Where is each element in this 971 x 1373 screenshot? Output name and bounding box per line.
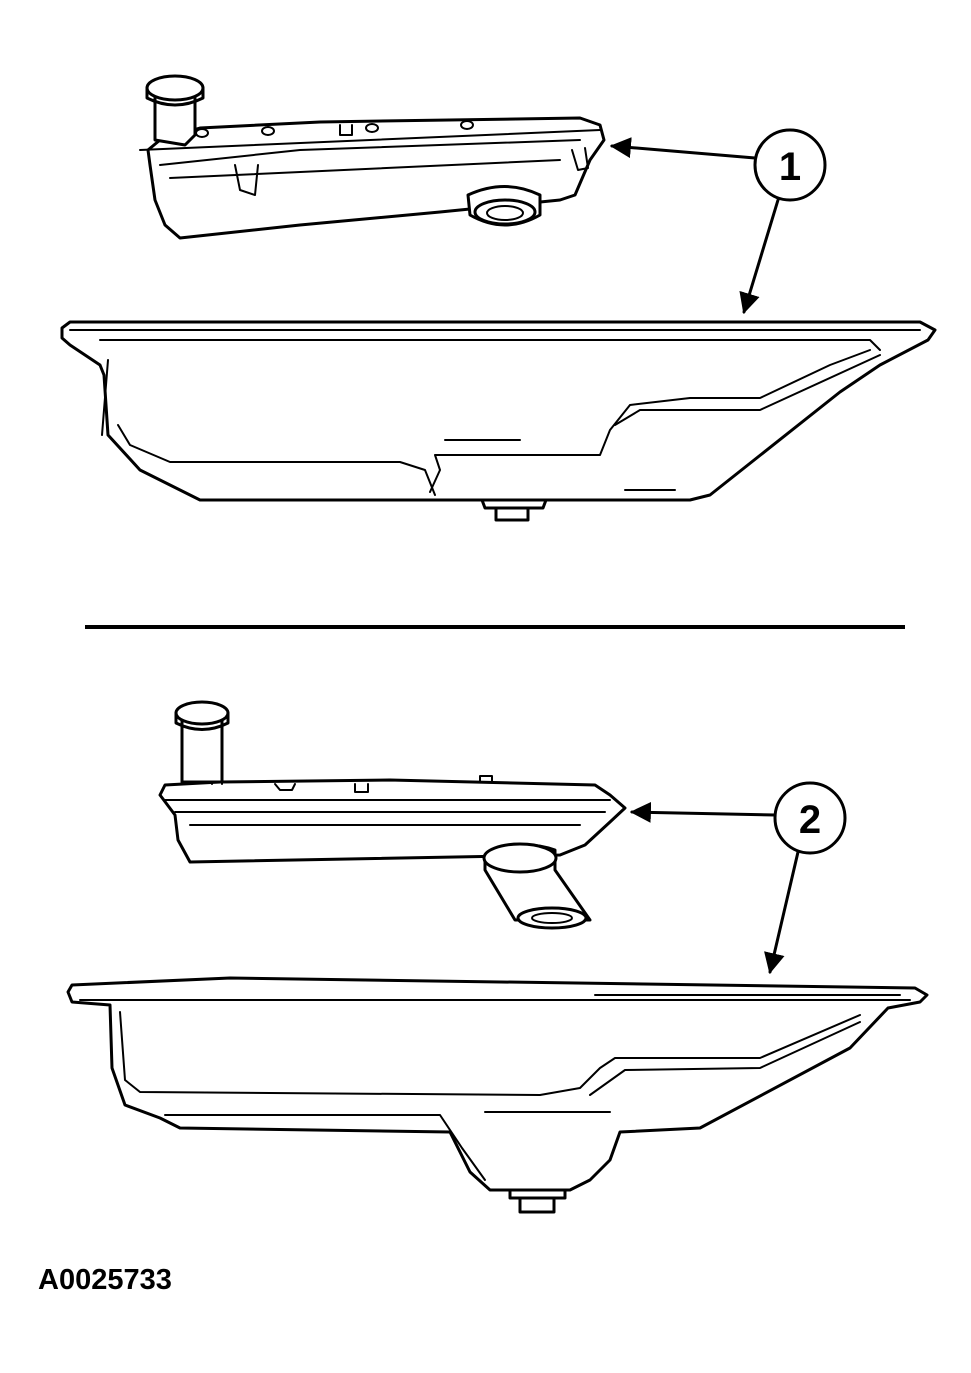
- callout-2: 2: [629, 781, 847, 975]
- callout-1: 1: [609, 128, 827, 315]
- callout-2-label: 2: [799, 798, 821, 842]
- pan-2: [66, 976, 929, 1214]
- filter-2: [158, 700, 627, 930]
- pan-1: [60, 320, 937, 522]
- filter-1: [139, 74, 606, 240]
- callout-1-label: 1: [779, 145, 801, 189]
- figure-id-label: A0025733: [38, 1264, 172, 1296]
